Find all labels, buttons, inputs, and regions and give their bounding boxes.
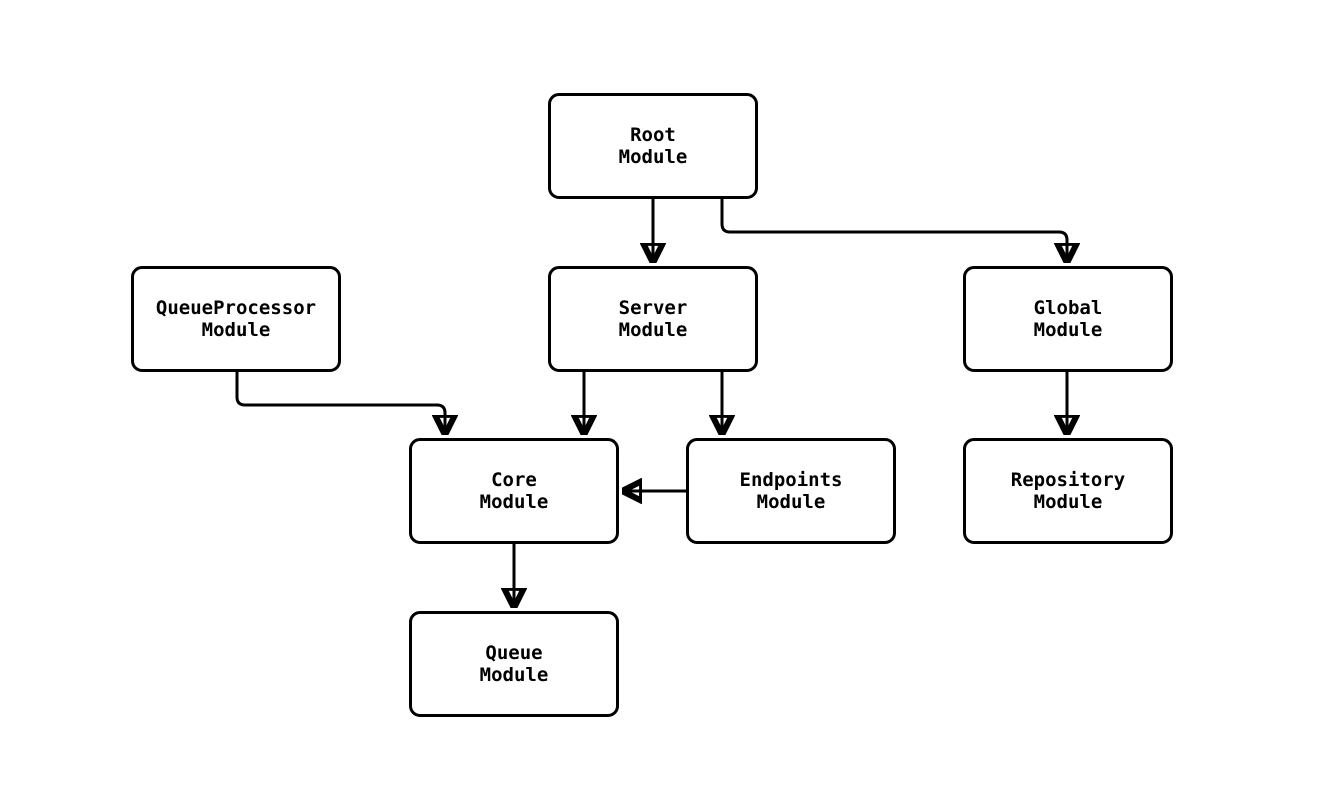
- node-label-line: Module: [479, 491, 549, 513]
- node-endpoints-module: Endpoints Module: [686, 438, 896, 544]
- node-label-line: Module: [201, 319, 271, 341]
- node-label-line: Global: [1033, 297, 1103, 319]
- node-label-line: Server: [618, 297, 688, 319]
- node-label-line: QueueProcessor: [155, 297, 317, 319]
- node-label-line: Module: [618, 146, 688, 168]
- node-label-line: Core: [491, 469, 537, 491]
- node-label-line: Module: [1033, 319, 1103, 341]
- node-label-line: Module: [756, 491, 826, 513]
- edge-root-to-global: [720, 198, 1067, 262]
- node-label-line: Module: [1033, 491, 1103, 513]
- edge-queueprocessor-to-core: [235, 371, 445, 434]
- node-label-line: Queue: [485, 642, 543, 664]
- node-global-module: Global Module: [963, 266, 1173, 372]
- node-label-line: Repository: [1010, 469, 1126, 491]
- node-server-module: Server Module: [548, 266, 758, 372]
- node-queue-module: Queue Module: [409, 611, 619, 717]
- node-label-line: Root: [630, 124, 676, 146]
- node-core-module: Core Module: [409, 438, 619, 544]
- node-root-module: Root Module: [548, 93, 758, 199]
- node-label-line: Module: [618, 319, 688, 341]
- node-label-line: Endpoints: [739, 469, 843, 491]
- node-queueprocessor-module: QueueProcessor Module: [131, 266, 341, 372]
- node-label-line: Module: [479, 664, 549, 686]
- node-repository-module: Repository Module: [963, 438, 1173, 544]
